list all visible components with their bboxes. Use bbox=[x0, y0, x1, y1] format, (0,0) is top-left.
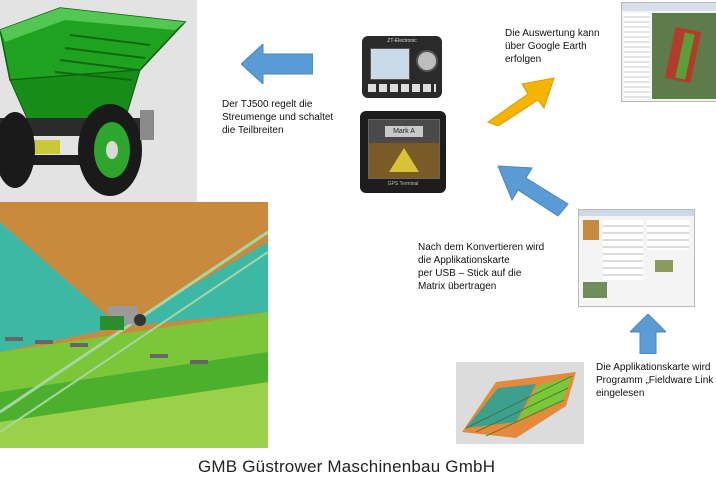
company-name: GMB Güstrower Maschinenbau GmbH bbox=[198, 457, 496, 476]
google-earth-screenshot bbox=[621, 2, 716, 102]
terminal-device-top: ZT-Electronic bbox=[362, 36, 442, 98]
spreader-render bbox=[0, 0, 197, 202]
caption-google-earth: Die Auswertung kann über Google Earth er… bbox=[505, 28, 600, 65]
application-map-render bbox=[0, 202, 268, 448]
caption-convert: Nach dem Konvertieren wird die Applikati… bbox=[418, 242, 545, 292]
terminal-knob-icon bbox=[416, 50, 438, 72]
terminal-brand: ZT-Electronic bbox=[387, 38, 417, 44]
terminal-footer-label: GPS Terminal bbox=[387, 181, 419, 187]
terminal-bottom-screen: Mark A bbox=[368, 119, 440, 179]
terminal-device-bottom: Mark A GPS Terminal bbox=[360, 111, 446, 193]
spreader-illustration bbox=[0, 0, 197, 202]
small-map-illustration bbox=[456, 362, 584, 444]
satellite-map bbox=[652, 13, 716, 99]
arrow-up-left-icon bbox=[496, 162, 570, 223]
map-illustration bbox=[0, 202, 268, 448]
arrow-up-right-icon bbox=[482, 72, 556, 131]
fieldware-link-screenshot bbox=[578, 209, 695, 307]
arrow-up-icon bbox=[628, 313, 668, 359]
caption-fieldware: Die Applikationskarte wird Programm „Fie… bbox=[596, 362, 714, 399]
terminal-screen-label: Mark A bbox=[385, 126, 423, 137]
caption-tj500: Der TJ500 regelt die Streumenge und scha… bbox=[222, 99, 334, 136]
arrow-left-icon bbox=[240, 42, 314, 89]
terminal-top-screen bbox=[370, 48, 410, 80]
terminal-buttons bbox=[368, 84, 436, 92]
application-map-small bbox=[456, 362, 584, 444]
